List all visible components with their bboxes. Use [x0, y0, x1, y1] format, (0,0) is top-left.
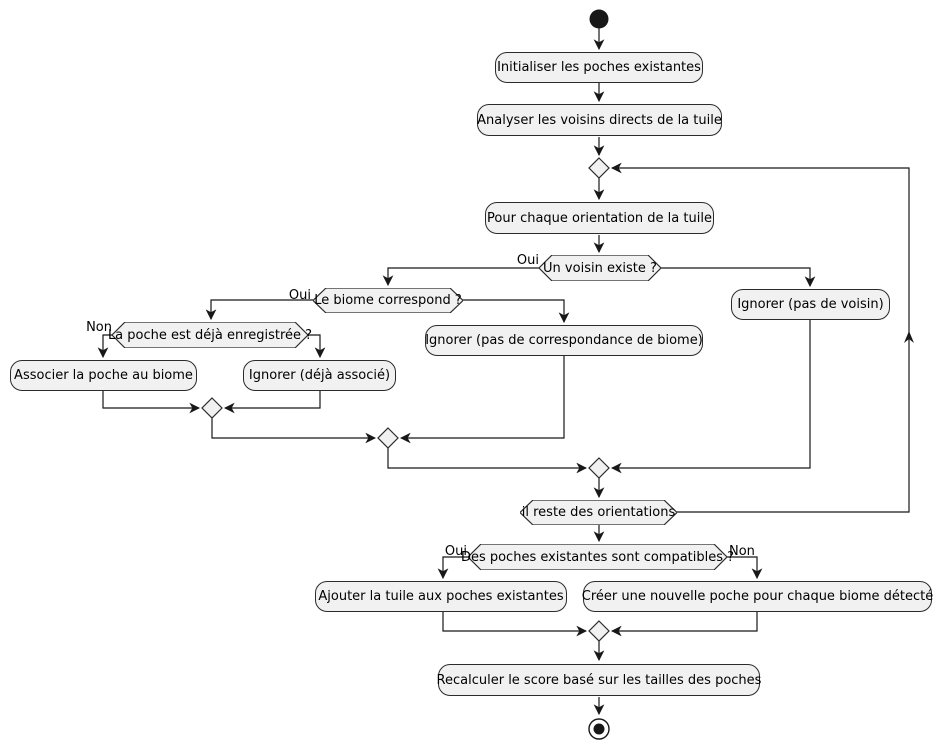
decision-poche-deja-enregistree: La poche est déjà enregistrée ?: [107, 322, 313, 348]
final-node-dot: [593, 723, 605, 735]
decision-label: Un voisin existe ?: [543, 260, 657, 276]
decision-reste-des-orientations: il reste des orientations: [520, 500, 677, 525]
edge-pocket-yes: [308, 334, 326, 359]
activity-ignorer-pas-de-correspondance: Ignorer (pas de correspondance de biome): [425, 325, 703, 356]
decision-label: il reste des orientations: [521, 505, 676, 520]
activity-initialiser-poches: Initialiser les poches existantes: [495, 52, 703, 83]
edge-loop-back: [610, 162, 910, 513]
activity-analyser-voisins: Analyser les voisins directs de la tuile: [477, 104, 722, 136]
edge-ignorebiome-to-merge3: [399, 356, 565, 444]
merge-diamond-4: [588, 457, 610, 479]
merge-diamond-1: [588, 157, 610, 179]
edge-neighbor-no: [661, 267, 816, 288]
decision-poches-compatibles: Des poches existantes sont compatibles ?: [460, 544, 735, 570]
activity-associer-poche-biome: Associer la poche au biome: [10, 360, 197, 391]
edge-compatible-yes: [437, 556, 468, 580]
edge-label-non-poche: Non: [86, 320, 112, 335]
activity-pour-chaque-orientation: Pour chaque orientation de la tuile: [485, 202, 714, 234]
merge-diamond-2: [201, 397, 223, 419]
loop-mid-arrowhead: [904, 331, 914, 343]
edge-biome-no: [463, 299, 570, 324]
edge-ignorevoisin-to-merge4: [610, 320, 811, 474]
edge-label-non-compatible: Non: [729, 544, 755, 559]
merge-diamond-3: [377, 427, 399, 449]
decision-le-biome-correspond: Le biome correspond ?: [313, 288, 463, 313]
decision-un-voisin-existe: Un voisin existe ?: [539, 255, 661, 281]
edge-label-oui-biome: Oui: [288, 288, 311, 303]
decision-label: La poche est déjà enregistrée ?: [107, 327, 313, 343]
edge-pocket-no: [97, 334, 112, 359]
edge-merge3-to-merge4: [387, 448, 588, 474]
edge-ignoreassoc-to-merge2: [223, 391, 321, 414]
edge-ajouter-to-merge5: [442, 612, 588, 637]
activity-ajouter-tuile: Ajouter la tuile aux poches existantes: [315, 581, 567, 612]
edge-label-oui-compatible: Oui: [444, 544, 467, 559]
edge-biome-yes: [205, 299, 313, 321]
activity-recalculer-score: Recalculer le score basé sur les tailles…: [437, 664, 761, 696]
edge-merge2-to-merge3: [211, 418, 377, 444]
merge-diamond-5: [588, 620, 610, 642]
edge-associate-to-merge2: [102, 391, 201, 414]
edge-label-oui-voisin: Oui: [516, 253, 539, 268]
start-node: [589, 9, 609, 29]
decision-label: Le biome correspond ?: [314, 293, 462, 308]
decision-label: Des poches existantes sont compatibles ?: [460, 549, 735, 565]
edge-neighbor-yes: [382, 267, 539, 287]
edge-compatible-no: [727, 556, 763, 580]
activity-ignorer-deja-associe: Ignorer (déjà associé): [243, 360, 396, 391]
activity-creer-nouvelle-poche: Créer une nouvelle poche pour chaque bio…: [582, 581, 933, 612]
edge-creer-to-merge5: [610, 612, 758, 637]
activity-ignorer-pas-de-voisin: Ignorer (pas de voisin): [731, 289, 890, 320]
